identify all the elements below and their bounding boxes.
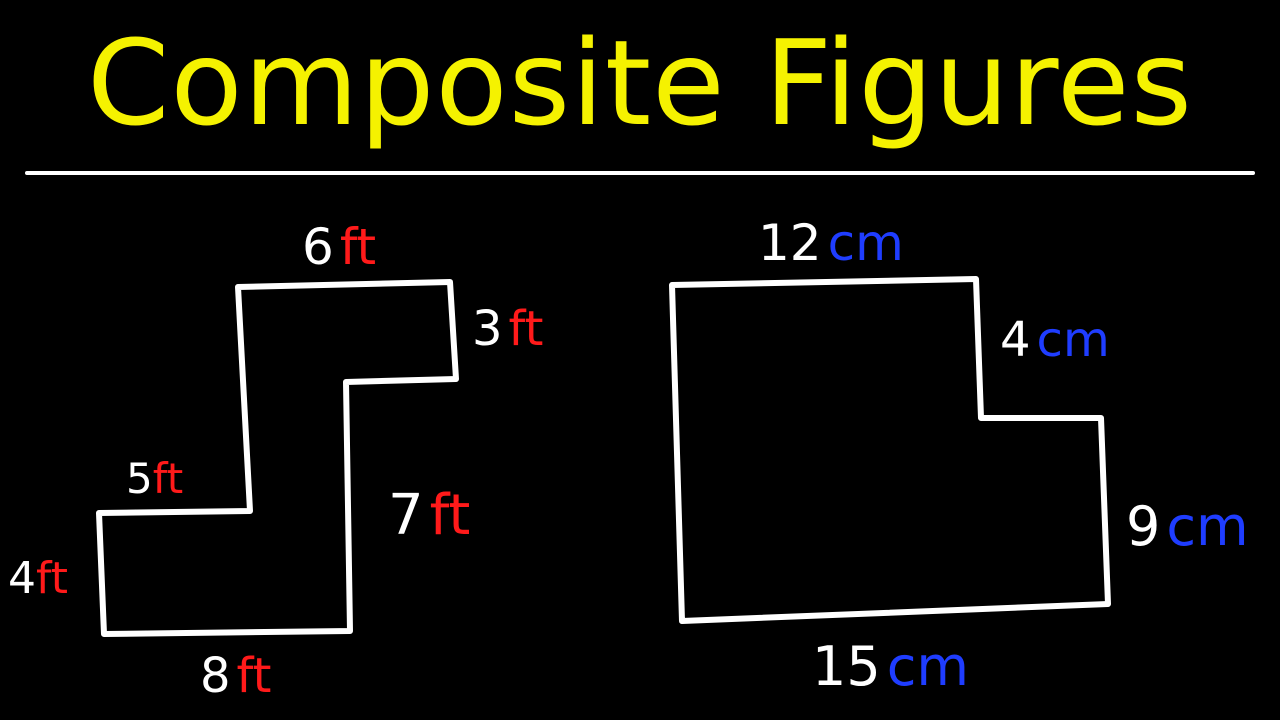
label-unit: cm — [1036, 312, 1110, 368]
label-unit: cm — [886, 635, 970, 698]
label-value: 9 — [1126, 495, 1161, 558]
label-value: 5 — [126, 454, 153, 503]
label-value: 15 — [812, 635, 881, 698]
label-left-left: 4ft — [8, 557, 68, 601]
title-divider — [25, 171, 1255, 175]
label-unit: ft — [152, 454, 184, 503]
label-value: 12 — [758, 214, 822, 272]
right-composite-figure — [669, 276, 1111, 624]
label-value: 7 — [388, 483, 424, 548]
label-value: 8 — [200, 648, 231, 704]
label-unit: ft — [339, 218, 377, 276]
left-composite-figure — [96, 279, 459, 637]
label-value: 3 — [472, 301, 503, 357]
label-unit: ft — [236, 648, 272, 704]
label-value: 6 — [302, 218, 334, 276]
label-unit: ft — [508, 301, 544, 357]
page-title: Composite Figures — [86, 14, 1194, 152]
label-left-step: 5ft — [126, 458, 183, 500]
label-unit: cm — [1166, 495, 1249, 558]
label-value: 4 — [1000, 312, 1031, 368]
label-unit: ft — [429, 483, 471, 548]
label-value: 4 — [8, 553, 36, 604]
label-unit: ft — [36, 553, 68, 604]
label-unit: cm — [827, 214, 904, 272]
